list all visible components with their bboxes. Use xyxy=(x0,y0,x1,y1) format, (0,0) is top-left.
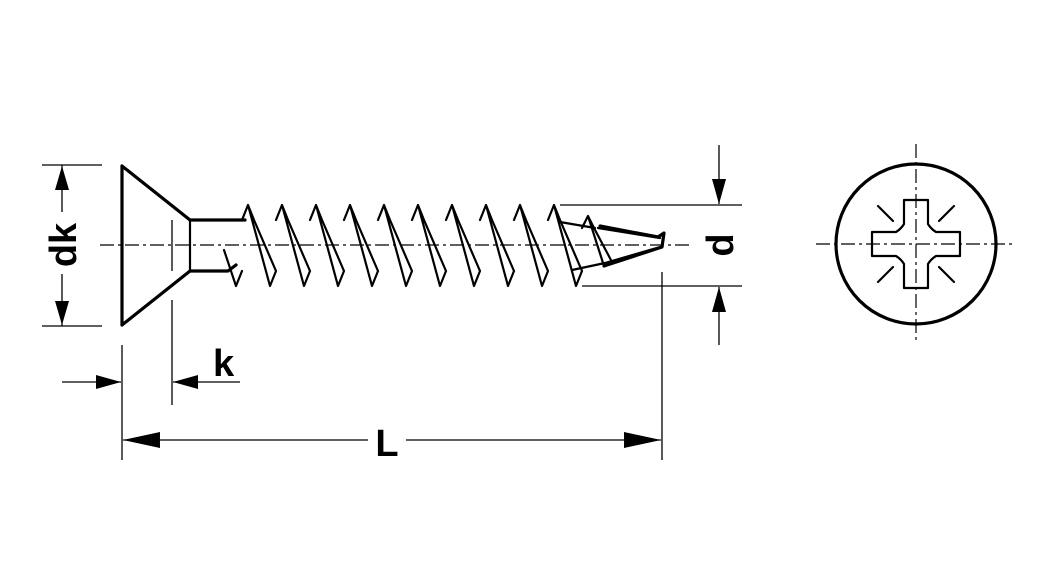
k-label: k xyxy=(213,343,235,385)
d-label: d xyxy=(700,233,742,256)
pozi-tick-marks xyxy=(876,204,956,284)
thread-flight xyxy=(274,203,312,288)
dk-dimension: dk xyxy=(42,164,102,327)
l-label: L xyxy=(375,423,398,465)
screw-tip xyxy=(598,224,666,268)
k-dimension: k xyxy=(62,300,240,460)
thread-flight xyxy=(342,203,380,288)
d-dimension: d xyxy=(560,145,742,345)
pozi-cross-recess xyxy=(870,198,962,290)
dk-label: dk xyxy=(43,222,85,267)
thread-flight xyxy=(240,203,278,288)
screw-head xyxy=(120,164,192,327)
screw-shank xyxy=(188,218,247,273)
thread-root xyxy=(558,220,662,272)
thread-flight xyxy=(580,214,614,268)
l-dimension: L xyxy=(123,272,663,465)
thread-flight xyxy=(222,248,244,288)
screw-side-view xyxy=(100,164,690,327)
screw-head-end-view xyxy=(816,144,1016,344)
